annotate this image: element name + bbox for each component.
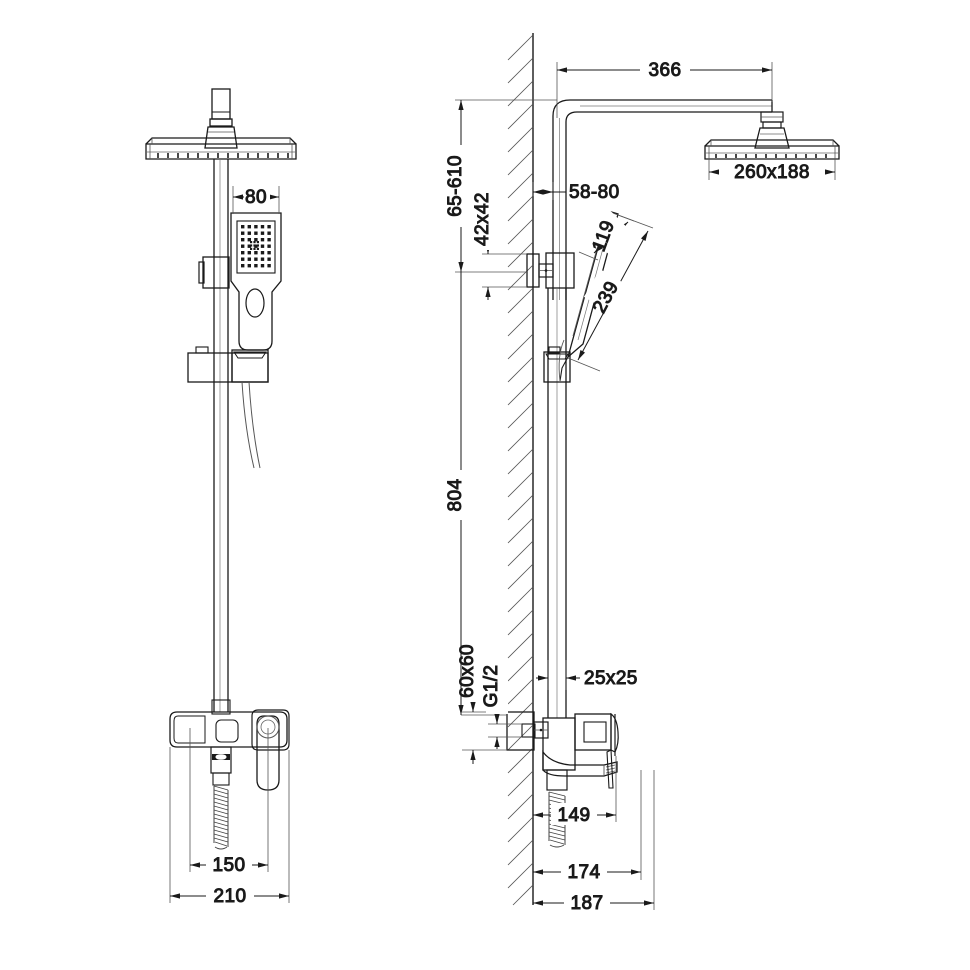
dim-label-80: 80 bbox=[245, 187, 267, 208]
dim-label-65-610: 65-610 bbox=[445, 155, 466, 217]
dim-front-210: 210 bbox=[169, 747, 290, 908]
side-wall-bracket bbox=[526, 252, 575, 289]
front-handset-bracket bbox=[198, 256, 230, 289]
dim-label-260x188: 260x188 bbox=[734, 162, 810, 183]
front-hose-outlet bbox=[210, 746, 232, 850]
side-mixer-body bbox=[506, 711, 619, 789]
dim-side-366: 366 bbox=[556, 58, 773, 118]
dim-label-149: 149 bbox=[558, 805, 591, 826]
dim-front-handshower-width: 80 bbox=[232, 186, 280, 214]
side-wall bbox=[507, 33, 534, 906]
dim-front-150: 150 bbox=[189, 728, 269, 877]
dim-side-42x42: 42x42 bbox=[472, 188, 527, 300]
front-hose-upper bbox=[241, 381, 261, 469]
dim-side-25x25: 25x25 bbox=[536, 660, 638, 690]
front-diverter-block bbox=[187, 346, 269, 383]
dim-side-119: 119 bbox=[578, 207, 635, 261]
dim-side-65-610: 65-610 bbox=[445, 99, 557, 273]
wall-hatching bbox=[507, 34, 534, 906]
front-elevation-view: 80 150 210 bbox=[145, 88, 297, 908]
side-elevation-view: 366 260x188 65-610 bbox=[445, 33, 840, 915]
dim-side-187: 187 bbox=[533, 770, 655, 915]
dim-label-804: 804 bbox=[445, 479, 466, 512]
dim-side-149: 149 bbox=[533, 756, 617, 827]
dim-label-42x42: 42x42 bbox=[472, 192, 493, 246]
front-riser-rail bbox=[211, 159, 231, 715]
dim-label-150: 150 bbox=[213, 855, 246, 876]
dim-label-366: 366 bbox=[649, 60, 682, 81]
side-diverter-block bbox=[543, 346, 571, 383]
front-overhead-arm bbox=[204, 88, 238, 149]
dim-side-60x60: 60x60 bbox=[457, 640, 507, 764]
dim-side-239: 239 bbox=[567, 214, 654, 372]
dim-side-804: 804 bbox=[445, 272, 507, 716]
dim-side-g12: G1/2 bbox=[481, 658, 522, 749]
front-hand-shower bbox=[230, 212, 282, 351]
front-flexible-hose bbox=[213, 785, 229, 850]
dim-label-58-80: 58-80 bbox=[569, 182, 620, 203]
dim-label-g12: G1/2 bbox=[481, 665, 502, 708]
dim-label-60x60: 60x60 bbox=[457, 644, 478, 698]
dim-side-174: 174 bbox=[533, 770, 642, 884]
dim-side-head-size: 260x188 bbox=[708, 159, 836, 184]
dim-label-210: 210 bbox=[214, 886, 247, 907]
dim-label-25x25: 25x25 bbox=[584, 668, 638, 689]
dim-side-58-80: 58-80 bbox=[532, 182, 620, 204]
front-overhead-shower-head bbox=[145, 137, 297, 160]
side-overhead-head bbox=[704, 111, 840, 160]
dim-label-187: 187 bbox=[571, 893, 604, 914]
dim-label-174: 174 bbox=[568, 862, 601, 883]
